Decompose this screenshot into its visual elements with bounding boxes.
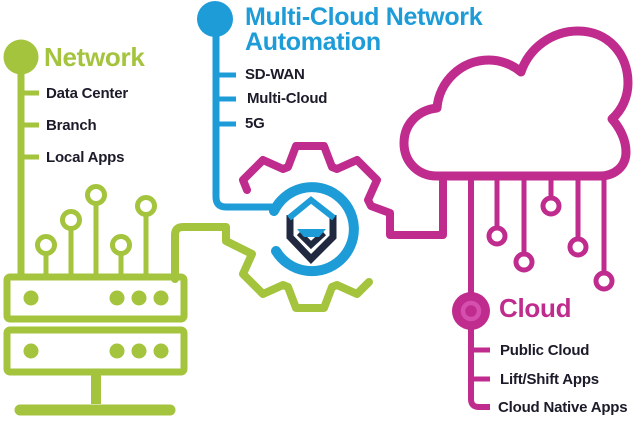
network-bullet-icon	[3, 39, 39, 75]
cloud-bullet-icon	[452, 292, 490, 330]
gear-icon	[171, 142, 447, 312]
automation-branch-stem	[212, 28, 277, 211]
automation-section-title: Multi-Cloud Network Automation	[245, 3, 483, 56]
network-branch-line	[3, 39, 39, 278]
automation-branch-line	[197, 1, 277, 211]
automation-item-label: Multi-Cloud	[247, 90, 328, 107]
circuit-pin-icon	[35, 184, 157, 279]
automation-logo-icon	[286, 196, 337, 265]
server-box-bottom	[3, 326, 188, 376]
cloud-item-label: Public Cloud	[500, 342, 590, 359]
network-section-title: Network	[44, 42, 145, 72]
cloud-section-title: Cloud	[499, 293, 572, 323]
automation-item-label: 5G	[245, 115, 265, 132]
network-item-label: Branch	[46, 117, 97, 134]
cloud-circuit-lines	[468, 176, 615, 410]
logo-bar	[297, 229, 326, 237]
gear-upper-half-magenta	[239, 142, 447, 239]
cloud-item-label: Cloud Native Apps	[498, 399, 628, 416]
cloud-item-label: Lift/Shift Apps	[500, 371, 599, 388]
network-item-label: Data Center	[46, 85, 128, 102]
gear-lower-half-green	[171, 223, 373, 312]
automation-bullet-icon	[197, 1, 233, 37]
logo-chevron	[287, 196, 336, 221]
logo-inner-v	[296, 230, 327, 250]
cloud-bullet-ring	[460, 300, 482, 322]
server-led-dots	[23, 290, 169, 359]
cloud-branch-stem	[468, 176, 490, 410]
sync-arc-icon	[269, 182, 359, 277]
network-item-label: Local Apps	[46, 149, 125, 166]
server-box-top	[3, 273, 188, 323]
logo-box	[286, 215, 337, 265]
server-switch-icon	[3, 184, 188, 416]
automation-item-label: SD-WAN	[245, 66, 305, 83]
cloud-branch-line	[452, 292, 490, 382]
cloud-outline	[399, 26, 633, 181]
cloud-icon	[399, 26, 633, 410]
